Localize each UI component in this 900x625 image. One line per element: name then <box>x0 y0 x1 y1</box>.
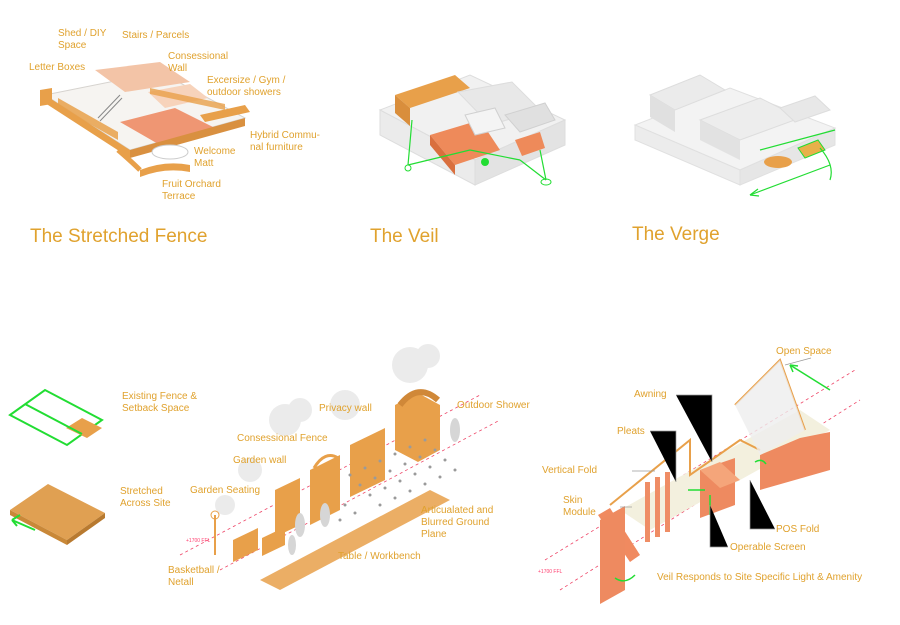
label-concessional-wall: Consessional Wall <box>168 51 229 74</box>
stretched-fence-plan-drawing <box>40 62 250 177</box>
label-garden-wall: Garden wall <box>233 455 287 466</box>
label-hybrid-communal-furniture: Hybrid Commu- nal furniture <box>250 130 321 153</box>
label-basketball-netall: Basketball / Netall <box>168 565 220 588</box>
label-ffl-veil: +1700 FFL <box>538 569 563 575</box>
title-veil: The Veil <box>370 226 439 247</box>
label-concessional-fence: Consessional Fence <box>237 433 328 444</box>
label-exercise-gym: Excersize / Gym / outdoor showers <box>207 75 286 98</box>
verge-massing-drawing <box>633 74 837 197</box>
label-outdoor-shower: Outdoor Shower <box>457 400 530 411</box>
label-pos-fold: POS Fold <box>776 524 820 535</box>
fence-diagram-drawing <box>8 388 105 545</box>
label-table-workbench: Table / Workbench <box>338 551 421 562</box>
title-stretched-fence: The Stretched Fence <box>30 226 208 247</box>
label-letter-boxes: Letter Boxes <box>29 62 86 73</box>
label-awning: Awning <box>634 389 667 400</box>
fence-detail-drawing <box>179 344 501 590</box>
leader-lines <box>620 357 812 548</box>
label-garden-seating: Garden Seating <box>190 485 261 496</box>
label-skin-module: Skin Module <box>563 495 596 518</box>
label-pleats: Pleats <box>617 426 645 437</box>
label-veil-responds: Veil Responds to Site Specific Light & A… <box>657 572 863 583</box>
label-fruit-orchard-terrace: Fruit Orchard Terrace <box>162 179 221 202</box>
label-welcome-matt: Welcome Matt <box>194 146 236 169</box>
label-privacy-wall: Privacy wall <box>319 403 372 414</box>
label-stretched-across-site: Stretched Across Site <box>120 486 171 509</box>
label-operable-screen: Operable Screen <box>730 542 806 553</box>
label-open-space: Open Space <box>776 346 832 357</box>
veil-massing-drawing <box>378 74 567 186</box>
label-vertical-fold: Vertical Fold <box>542 465 598 476</box>
label-existing-fence: Existing Fence & Setback Space <box>122 391 198 414</box>
title-verge: The Verge <box>632 224 720 245</box>
label-stairs-parcels: Stairs / Parcels <box>122 30 190 41</box>
label-shed-diy-space: Shed / DIY Space <box>58 28 107 51</box>
label-ffl-fence: +1700 FFL <box>186 538 211 544</box>
label-ground-plane: Articualated and Blurred Ground Plane <box>421 505 494 540</box>
